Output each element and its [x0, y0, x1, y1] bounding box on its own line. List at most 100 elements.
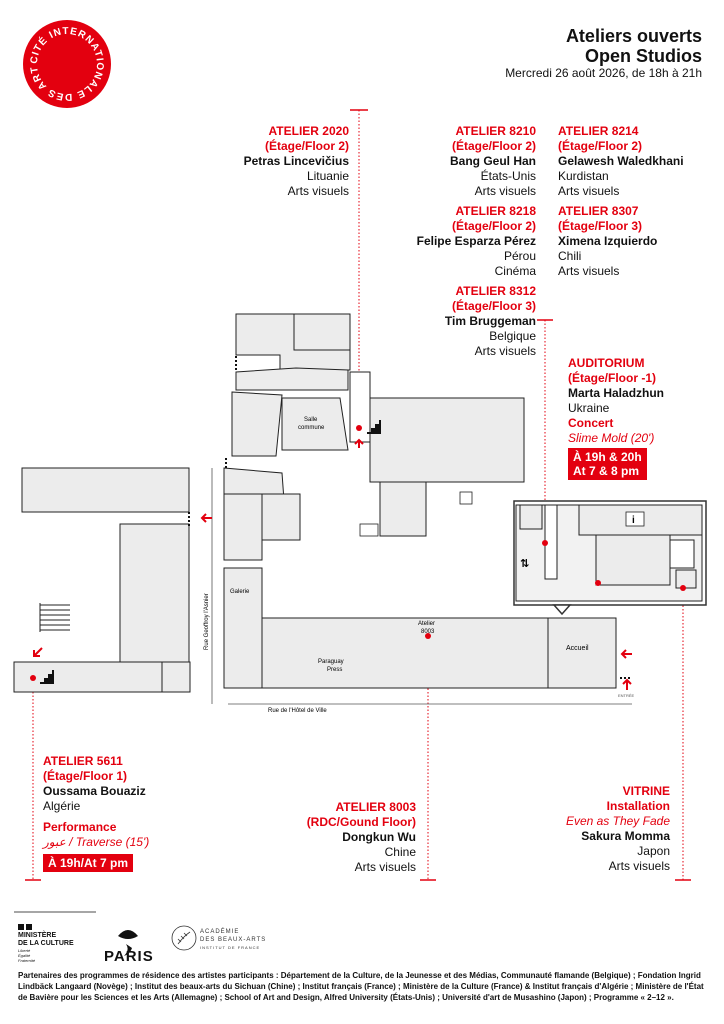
motto-1: Liberté: [18, 948, 31, 953]
ministere-line-1: MINISTÈRE: [18, 932, 57, 939]
label-press: Press: [327, 667, 342, 673]
studio-artist: Petras Lincevičius: [243, 154, 349, 168]
event-duration: (15'): [125, 835, 150, 849]
elevator-icon: ⇅: [520, 557, 529, 570]
event-type: Installation: [606, 799, 670, 813]
studio-country: Chine: [384, 845, 416, 859]
label-atelier-num: 8003: [421, 629, 435, 635]
studio-number: AUDITORIUM: [568, 356, 645, 370]
studio-discipline: Arts visuels: [608, 859, 670, 873]
label-entree: ENTRÉE: [618, 693, 635, 698]
leader-ticks: [25, 109, 691, 881]
studio-discipline: Arts visuels: [287, 184, 349, 198]
label-salle: Salle: [304, 417, 318, 423]
street-hotel-de-ville: Rue de l'Hôtel de Ville: [268, 708, 327, 714]
title-line-1: Ateliers ouverts: [565, 26, 702, 46]
page-title: Ateliers ouverts Open Studios: [505, 26, 702, 66]
studio-number: ATELIER 8218: [455, 204, 536, 218]
location-dots: [30, 425, 686, 681]
studio-vitrine: VITRINE Installation Even as They Fade S…: [566, 784, 670, 874]
studio-2020: ATELIER 2020 (Étage/Floor 2) Petras Linc…: [244, 124, 349, 199]
studio-floor: (Étage/Floor -1): [568, 371, 657, 385]
info-icon: i: [632, 515, 635, 526]
studio-floor: (Étage/Floor 3): [558, 219, 643, 233]
studio-number: ATELIER 8214: [558, 124, 639, 138]
studio-number: ATELIER 2020: [268, 124, 349, 138]
studio-floor: (Étage/Floor 1): [43, 769, 128, 783]
event-title: عبور / Traverse: [43, 835, 123, 849]
academie-line-3: INSTITUT DE FRANCE: [200, 945, 261, 950]
ministere-line-2: DE LA CULTURE: [18, 940, 74, 947]
ministere-logo: MINISTÈRE DE LA CULTURE Liberté Égalité …: [18, 932, 74, 963]
stair-icons: [40, 420, 381, 684]
studio-number: VITRINE: [622, 784, 670, 798]
studio-country: Lituanie: [306, 169, 349, 183]
event-duration: (20'): [630, 431, 655, 445]
paris-wordmark: PARIS: [104, 948, 154, 965]
label-paraguay: Paraguay: [318, 659, 344, 665]
studio-artist: Tim Bruggeman: [444, 314, 536, 328]
studio-auditorium: AUDITORIUM (Étage/Floor -1) Marta Haladz…: [568, 356, 664, 480]
paris-logo: [118, 930, 138, 956]
studio-8307: ATELIER 8307 (Étage/Floor 3) Ximena Izqu…: [558, 204, 657, 279]
partners-text: Partenaires des programmes de résidence …: [18, 971, 704, 1002]
event-title: Slime Mold: [568, 431, 628, 445]
studio-discipline: Cinéma: [494, 264, 536, 278]
entry-arrows: [33, 438, 632, 690]
studio-artist: Ximena Izquierdo: [558, 234, 658, 248]
studio-number: ATELIER 8312: [455, 284, 536, 298]
academie-emblem: [171, 925, 197, 951]
studio-country: Kurdistan: [558, 169, 609, 183]
studio-number: ATELIER 5611: [43, 754, 123, 768]
label-commune: commune: [298, 425, 325, 431]
academie-line-2: DES BEAUX-ARTS: [200, 937, 267, 943]
studio-floor: (Étage/Floor 2): [264, 139, 349, 153]
event-date: Mercredi 26 août 2026, de 18h à 21h: [505, 66, 702, 80]
studio-country: Pérou: [503, 249, 536, 263]
event-title: Even as They Fade: [565, 814, 670, 828]
entries: [188, 356, 632, 679]
studio-artist: Dongkun Wu: [342, 830, 416, 844]
time-badge: À 19h/At 7 pm: [43, 854, 134, 872]
motto-2: Égalité: [18, 953, 31, 958]
time-badge: À 19h & 20h At 7 & 8 pm: [568, 448, 647, 480]
studio-8312: ATELIER 8312 (Étage/Floor 3) Tim Bruggem…: [445, 284, 536, 359]
header: Ateliers ouverts Open Studios Mercredi 2…: [505, 26, 702, 80]
cite-logo: CITÉ INTERNATIONALE DES ARTS: [0, 0, 111, 108]
street-geoffroy: Rue Geoffroy l'Asnier: [204, 593, 210, 650]
studio-number: ATELIER 8003: [335, 800, 416, 814]
title-line-2: Open Studios: [585, 46, 702, 66]
studio-number: ATELIER 8210: [455, 124, 536, 138]
studio-number: ATELIER 8307: [558, 204, 639, 218]
label-galerie: Galerie: [230, 589, 250, 595]
inset-pointer: [552, 604, 572, 616]
studio-8218: ATELIER 8218 (Étage/Floor 2) Felipe Espa…: [417, 204, 536, 279]
studio-discipline: Arts visuels: [354, 860, 416, 874]
studio-discipline: Arts visuels: [558, 264, 620, 278]
studio-floor: (Étage/Floor 2): [451, 139, 536, 153]
studio-country: États-Unis: [480, 169, 536, 183]
event-type: Performance: [43, 820, 117, 834]
time-fr: À 19h & 20h: [573, 450, 642, 464]
studio-artist: Oussama Bouaziz: [43, 784, 146, 798]
studio-8003: ATELIER 8003 (RDC/Gound Floor) Dongkun W…: [307, 800, 416, 875]
studio-country: Belgique: [489, 329, 536, 343]
studio-artist: Sakura Momma: [581, 829, 670, 843]
streets: [211, 468, 632, 705]
studio-floor: (Étage/Floor 2): [558, 139, 643, 153]
stairs-left: [39, 603, 70, 632]
studio-floor: (RDC/Gound Floor): [306, 815, 416, 829]
studio-8210: ATELIER 8210 (Étage/Floor 2) Bang Geul H…: [450, 124, 536, 199]
studio-artist: Felipe Esparza Pérez: [416, 234, 536, 248]
studio-country: Algérie: [43, 799, 81, 813]
studio-floor: (Étage/Floor 2): [451, 219, 536, 233]
academie-line-1: ACADÉMIE: [200, 929, 240, 935]
studio-country: Japon: [637, 844, 670, 858]
studio-country: Chili: [558, 249, 582, 263]
studio-floor: (Étage/Floor 3): [451, 299, 536, 313]
studio-5611: ATELIER 5611 (Étage/Floor 1) Oussama Bou…: [43, 754, 149, 872]
studio-country: Ukraine: [568, 401, 610, 415]
studio-8214: ATELIER 8214 (Étage/Floor 2) Gelawesh Wa…: [558, 124, 684, 199]
event-type: Concert: [568, 416, 614, 430]
